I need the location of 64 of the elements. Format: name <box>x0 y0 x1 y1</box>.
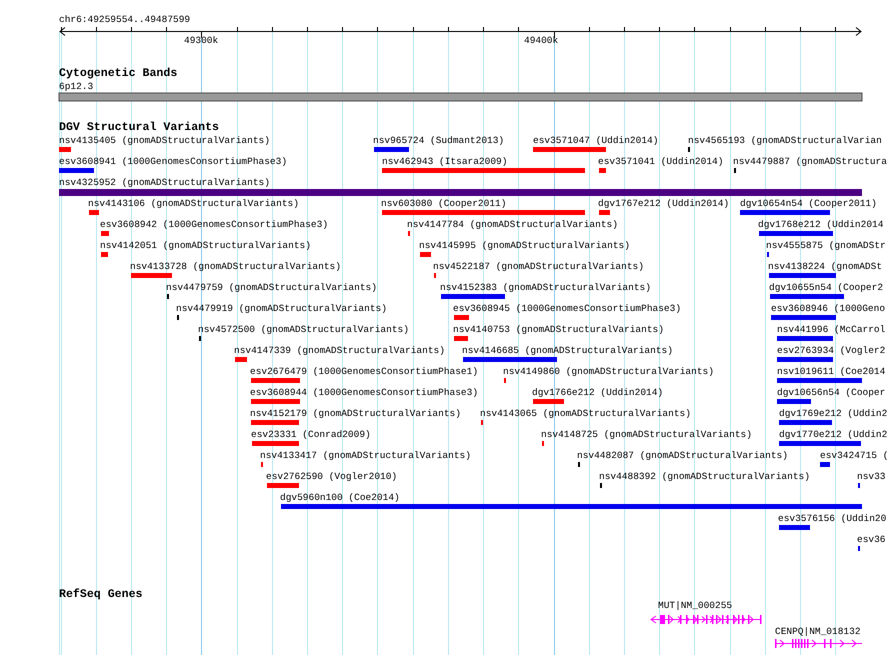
variant-label: esv3608946 (1000Geno <box>771 303 886 314</box>
variant-label: dgv10656n54 (Cooper <box>777 387 886 398</box>
variant-label: esv2676479 (1000GenomesConsortiumPhase1) <box>250 366 478 377</box>
variant-label: nsv4147339 (gnomADStructuralVariants) <box>234 345 445 356</box>
variant-label: nsv603080 (Cooper2011) <box>381 198 506 209</box>
gene-label: CENPQ|NM_018132 <box>775 626 861 637</box>
variant-label: nsv4143106 (gnomADStructuralVariants) <box>88 198 299 209</box>
variant-label: nsv4138224 (gnomADSt <box>768 261 882 272</box>
variant-label: nsv4479887 (gnomADStructura <box>733 156 887 167</box>
variant-label: esv3608942 (1000GenomesConsortiumPhase3) <box>100 219 328 230</box>
variant-label: dgv1767e212 (Uddin2014) <box>598 198 730 209</box>
variant-label: esv3608945 (1000GenomesConsortiumPhase3) <box>453 303 682 314</box>
band-label: 6p12.3 <box>59 81 94 92</box>
variant-label: dgv10654n54 (Cooper2011) <box>740 198 877 209</box>
variant-label: nsv4147784 (gnomADStructuralVariants) <box>407 219 618 230</box>
variant-label: esv3571041 (Uddin2014) <box>598 156 724 167</box>
variant-label: nsv4146685 (gnomADStructuralVariants) <box>462 345 673 356</box>
variant-label: nsv4152383 (gnomADStructuralVariants) <box>440 282 651 293</box>
track-title: Cytogenetic Bands <box>59 68 178 80</box>
variant-label: nsv4142051 (gnomADStructuralVariants) <box>100 240 311 251</box>
variant-label: dgv1770e212 (Uddin2 <box>779 429 888 440</box>
variant-label: nsv4143065 (gnomADStructuralVariants) <box>480 408 691 419</box>
variant-label: nsv1019611 (Coe2014 <box>777 366 886 377</box>
variant-label: dgv5960n100 (Coe2014) <box>280 492 400 503</box>
variant-label: nsv462943 (Itsara2009) <box>382 156 508 167</box>
variant-label: esv3608944 (1000GenomesConsortiumPhase3) <box>250 387 478 398</box>
gene-label: MUT|NM_000255 <box>658 600 732 611</box>
variant-label: nsv441996 (McCarrol <box>777 324 886 335</box>
variant-label: nsv4149860 (gnomADStructuralVariants) <box>503 366 714 377</box>
variant-label: nsv965724 (Sudmant2013) <box>373 135 504 146</box>
variant-label: nsv4140753 (gnomADStructuralVariants) <box>453 324 664 335</box>
variant-label: esv23331 (Conrad2009) <box>251 429 371 440</box>
variant-label: nsv4555875 (gnomADStr <box>766 240 886 251</box>
variant-label: nsv4572500 (gnomADStructuralVariants) <box>198 324 409 335</box>
variant-label: dgv1766e212 (Uddin2014) <box>532 387 664 398</box>
variant-label: esv3608941 (1000GenomesConsortiumPhase3) <box>59 156 288 167</box>
variant-label: nsv33 <box>857 471 886 482</box>
axis-tick-label: 49400k <box>524 35 558 46</box>
variant-label: esv3424715 ( <box>820 450 888 461</box>
variant-label: esv3576156 (Uddin20 <box>778 513 886 524</box>
coordinate-range-label: chr6:49259554..49487599 <box>59 14 190 25</box>
variant-label: nsv4565193 (gnomADStructuralVarian <box>688 135 882 146</box>
track-title: RefSeq Genes <box>59 589 142 601</box>
variant-label: nsv4133417 (gnomADStructuralVariants) <box>260 450 471 461</box>
variant-label: nsv4479759 (gnomADStructuralVariants) <box>166 282 377 293</box>
variant-label: nsv4135405 (gnomADStructuralVariants) <box>59 135 270 146</box>
variant-label: nsv4152179 (gnomADStructuralVariants) <box>250 408 461 419</box>
variant-label: nsv4145995 (gnomADStructuralVariants) <box>419 240 630 251</box>
variant-label: esv36 <box>857 534 886 545</box>
variant-label: esv2762590 (Vogler2010) <box>266 471 398 482</box>
variant-label: dgv10655n54 (Cooper2 <box>769 282 884 293</box>
variant-label: dgv1769e212 (Uddin2 <box>779 408 888 419</box>
variant-label: nsv4488392 (gnomADStructuralVariants) <box>599 471 810 482</box>
track-title: DGV Structural Variants <box>59 122 220 134</box>
variant-label: dgv1768e212 (Uddin2014 <box>758 219 884 230</box>
variant-label: nsv4325952 (gnomADStructuralVariants) <box>59 177 270 188</box>
variant-label: esv3571047 (Uddin2014) <box>533 135 658 146</box>
variant-label: nsv4522187 (gnomADStructuralVariants) <box>433 261 644 272</box>
variant-label: nsv4133728 (gnomADStructuralVariants) <box>130 261 341 272</box>
variant-label: esv2763934 (Vogler2 <box>777 345 886 356</box>
variant-label: nsv4148725 (gnomADStructuralVariants) <box>541 429 752 440</box>
variant-label: nsv4479919 (gnomADStructuralVariants) <box>176 303 387 314</box>
variant-label: nsv4482087 (gnomADStructuralVariants) <box>577 450 788 461</box>
axis-tick-label: 49300k <box>184 35 218 46</box>
